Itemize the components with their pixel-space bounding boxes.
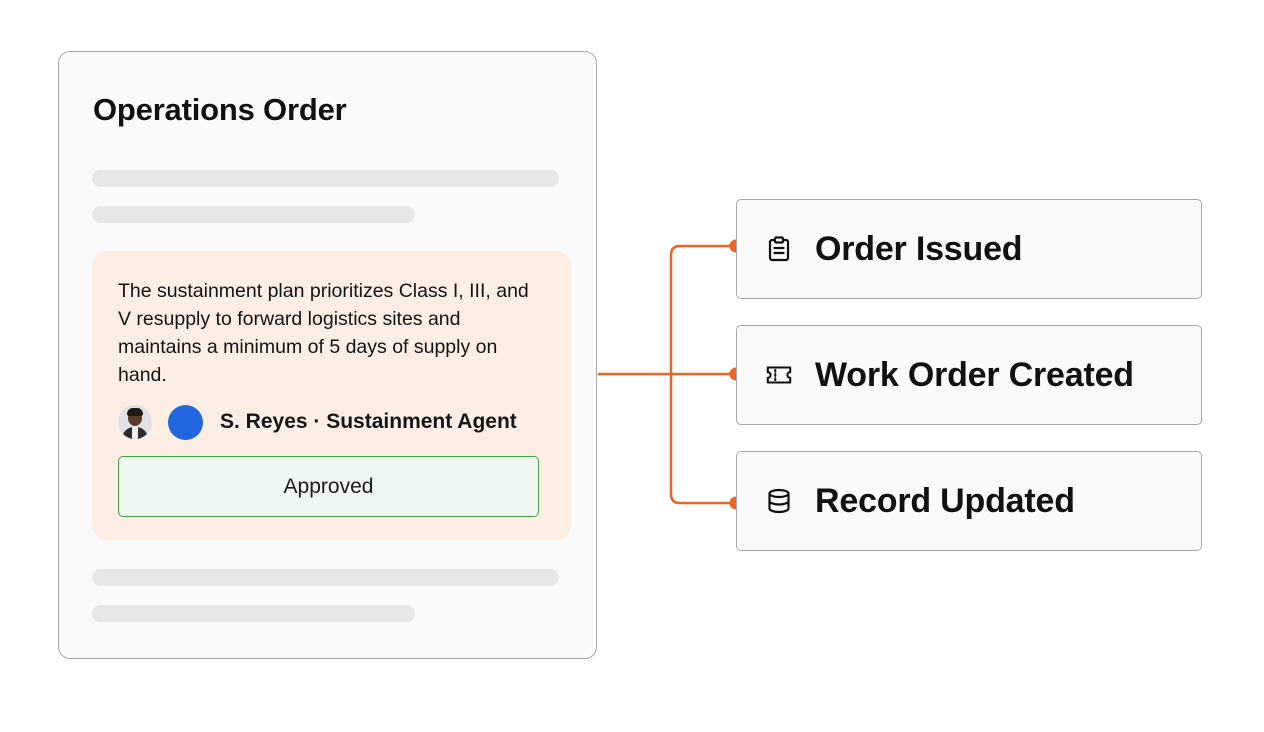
agent-avatar — [168, 404, 203, 440]
outcome-work-order-created[interactable]: Work Order Created — [736, 325, 1202, 425]
outcome-record-updated[interactable]: Record Updated — [736, 451, 1202, 551]
placeholder-line — [92, 206, 415, 223]
highlighted-note: The sustainment plan prioritizes Class I… — [92, 251, 571, 540]
author-row: S. Reyes · Sustainment Agent — [118, 404, 558, 440]
author-name: S. Reyes · Sustainment Agent — [220, 410, 517, 433]
outcome-label: Record Updated — [815, 481, 1075, 520]
connector-branch — [669, 244, 736, 505]
outcome-order-issued[interactable]: Order Issued — [736, 199, 1202, 299]
database-icon — [765, 487, 793, 515]
clipboard-icon — [765, 235, 793, 263]
outcome-label: Work Order Created — [815, 355, 1134, 394]
placeholder-line — [92, 170, 559, 187]
document-title: Operations Order — [93, 92, 347, 127]
outcome-label: Order Issued — [815, 229, 1023, 268]
user-avatar — [118, 405, 152, 439]
placeholder-line — [92, 569, 559, 586]
operations-order-card: Operations Order The sustainment plan pr… — [58, 51, 597, 659]
note-text: The sustainment plan prioritizes Class I… — [118, 280, 529, 386]
approved-status-button[interactable]: Approved — [118, 456, 539, 517]
ticket-icon — [765, 361, 793, 389]
placeholder-line — [92, 605, 415, 622]
